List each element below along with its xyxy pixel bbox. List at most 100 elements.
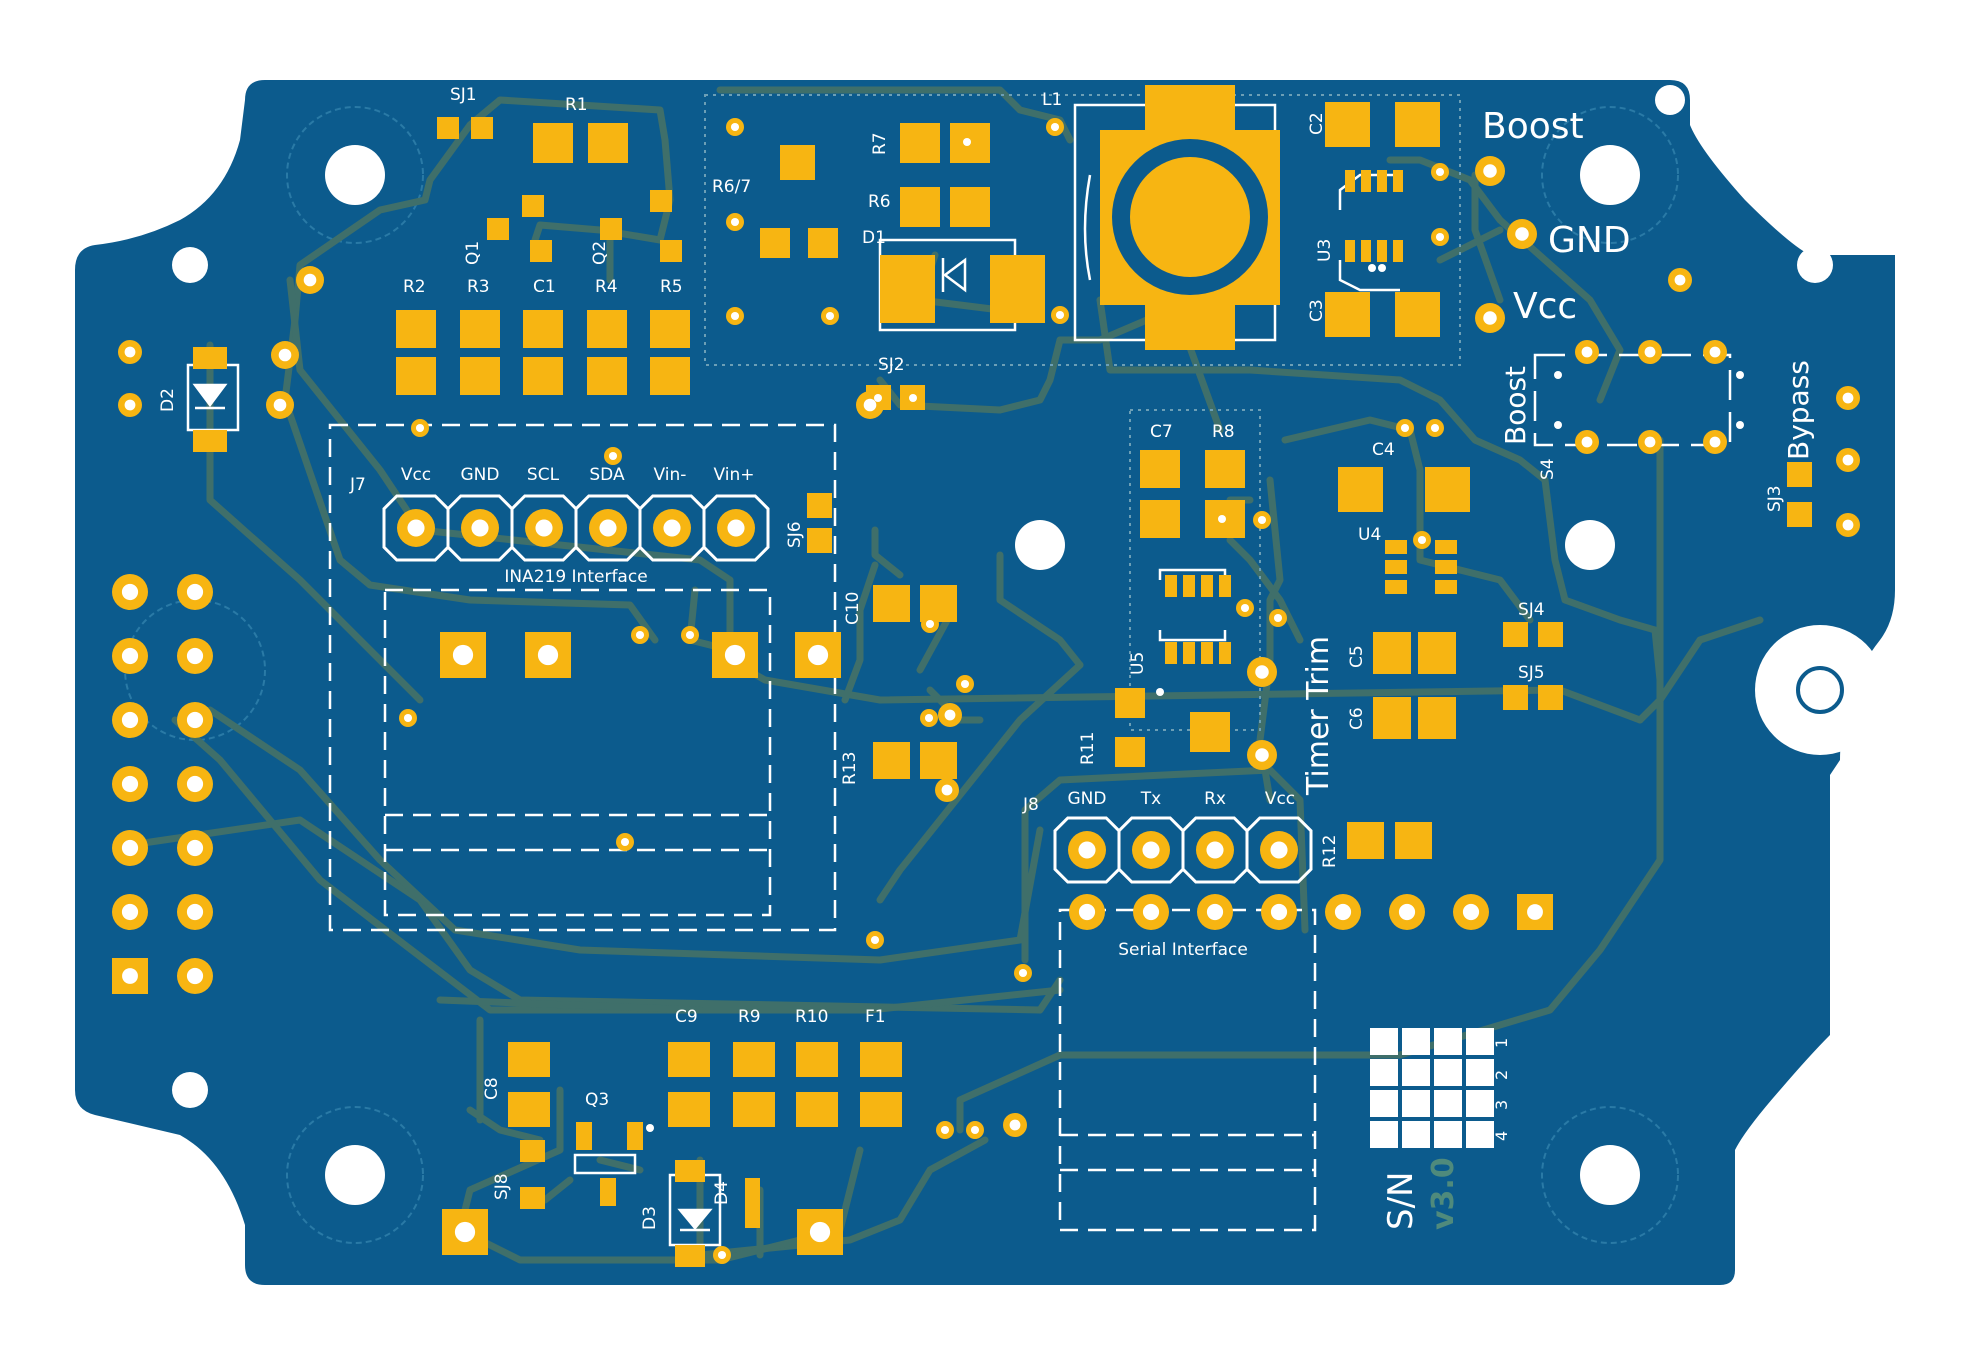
smd-pad — [1503, 622, 1528, 647]
switch-pad-drill — [1644, 346, 1656, 358]
designator-r67: R6/7 — [712, 177, 751, 197]
j7-header-pin-drill — [727, 519, 745, 537]
switch-mount-hole — [1736, 421, 1744, 429]
through-hole-pad-drill — [124, 399, 136, 411]
designator-r2: R2 — [403, 277, 426, 297]
designator-sj1: SJ1 — [450, 85, 477, 105]
smd-pad — [471, 117, 493, 139]
j7-header-outline — [702, 494, 770, 562]
smd-pad — [508, 1092, 550, 1127]
connector-pad-drill — [121, 839, 139, 857]
designator-r6: R6 — [868, 192, 891, 212]
designator-d1: D1 — [862, 228, 886, 248]
smd-pad — [733, 1092, 775, 1127]
smd-pad — [520, 1187, 545, 1209]
smd-pad — [1425, 467, 1470, 512]
designator-c8: C8 — [482, 1077, 502, 1100]
sn-column-3: 3 — [1492, 1100, 1511, 1110]
serial-number-cell — [1434, 1028, 1462, 1055]
smd-pad — [1190, 712, 1230, 752]
j7-header-pin-drill — [407, 519, 425, 537]
designator-c10: C10 — [843, 591, 863, 625]
designator-r10: R10 — [795, 1007, 828, 1027]
smd-pad — [600, 218, 622, 240]
ina219-pin-label-3: SCL — [527, 465, 560, 485]
designator-sj4: SJ4 — [1518, 600, 1545, 620]
label-vcc: Vcc — [1513, 286, 1577, 327]
via-drill — [1055, 310, 1065, 320]
smd-pad — [587, 310, 627, 348]
smd-pad — [1183, 575, 1195, 597]
serial-pad-drill — [1462, 903, 1480, 921]
designator-q1: Q1 — [463, 241, 483, 265]
smd-pad — [1395, 102, 1440, 147]
designator-u5: U5 — [1128, 652, 1148, 675]
designator-r13: R13 — [840, 752, 860, 785]
switch-pad-drill — [1581, 436, 1593, 448]
terminal-pad-drill — [807, 644, 829, 666]
designator-r7: R7 — [870, 132, 890, 155]
designator-sj3: SJ3 — [1765, 485, 1785, 512]
ina219-interface-title: INA219 Interface — [504, 567, 647, 587]
through-hole-pad-drill — [124, 346, 136, 358]
serial-pad-square-drill — [1527, 904, 1543, 920]
designator-j7: J7 — [349, 475, 366, 495]
connector-pad-drill — [186, 647, 204, 665]
via-drill — [1273, 613, 1283, 623]
serial-pad-drill — [1334, 903, 1352, 921]
terminal-pad-drill — [537, 644, 559, 666]
smd-pad — [745, 1203, 760, 1228]
smd-pad — [508, 1042, 550, 1077]
smd-pad — [950, 187, 990, 227]
switch-mount-hole — [1554, 421, 1562, 429]
connector-pad-drill — [186, 711, 204, 729]
smd-pad — [1347, 822, 1384, 859]
j8-header-outline — [1181, 816, 1249, 884]
smd-pad — [675, 1245, 705, 1267]
designator-u4: U4 — [1358, 525, 1381, 545]
test-point-drill — [1483, 311, 1497, 325]
designator-r3: R3 — [467, 277, 490, 297]
smd-pad — [1140, 500, 1180, 538]
j8-header-outline — [1117, 816, 1185, 884]
connector-pad-drill — [186, 839, 204, 857]
designator-c5: C5 — [1347, 645, 1367, 668]
via-drill — [685, 630, 695, 640]
smd-pad — [900, 187, 940, 227]
smd-pad — [523, 357, 563, 395]
smd-pad — [1385, 540, 1407, 554]
via-drill — [730, 217, 740, 227]
smd-pad — [873, 585, 910, 622]
j7-header-pin-drill — [471, 519, 489, 537]
j8-header-pin-drill — [1078, 841, 1096, 859]
smd-pad — [650, 357, 690, 395]
through-hole-pad-drill — [1009, 1119, 1021, 1131]
serial-number-cell — [1434, 1121, 1462, 1148]
designator-r9: R9 — [738, 1007, 761, 1027]
serial-number-cell — [1402, 1121, 1430, 1148]
designator-d3: D3 — [640, 1206, 660, 1230]
through-hole-pad-drill — [941, 784, 953, 796]
smd-pad — [880, 255, 935, 323]
serial-number-cell — [1370, 1090, 1398, 1117]
serial-number-cell — [1434, 1090, 1462, 1117]
connector-pad-drill — [121, 647, 139, 665]
serial-number-cell — [1466, 1090, 1494, 1117]
smd-pad — [675, 1160, 705, 1182]
smd-pad — [576, 1122, 592, 1150]
ina219-pin-label-2: GND — [461, 465, 500, 485]
via-drill — [1257, 515, 1267, 525]
label-switch-bypass: Bypass — [1782, 360, 1815, 460]
designator-c2: C2 — [1307, 112, 1327, 135]
test-point-drill — [1483, 164, 1497, 178]
smd-pad — [1115, 688, 1145, 718]
ina219-pin-label-1: Vcc — [401, 465, 431, 485]
designator-q3: Q3 — [585, 1090, 609, 1110]
via-drill — [1430, 423, 1440, 433]
smd-pad — [193, 430, 227, 452]
via-drill — [730, 311, 740, 321]
via-drill — [1050, 122, 1060, 132]
via-drill — [278, 348, 292, 362]
smd-pad — [660, 240, 682, 262]
